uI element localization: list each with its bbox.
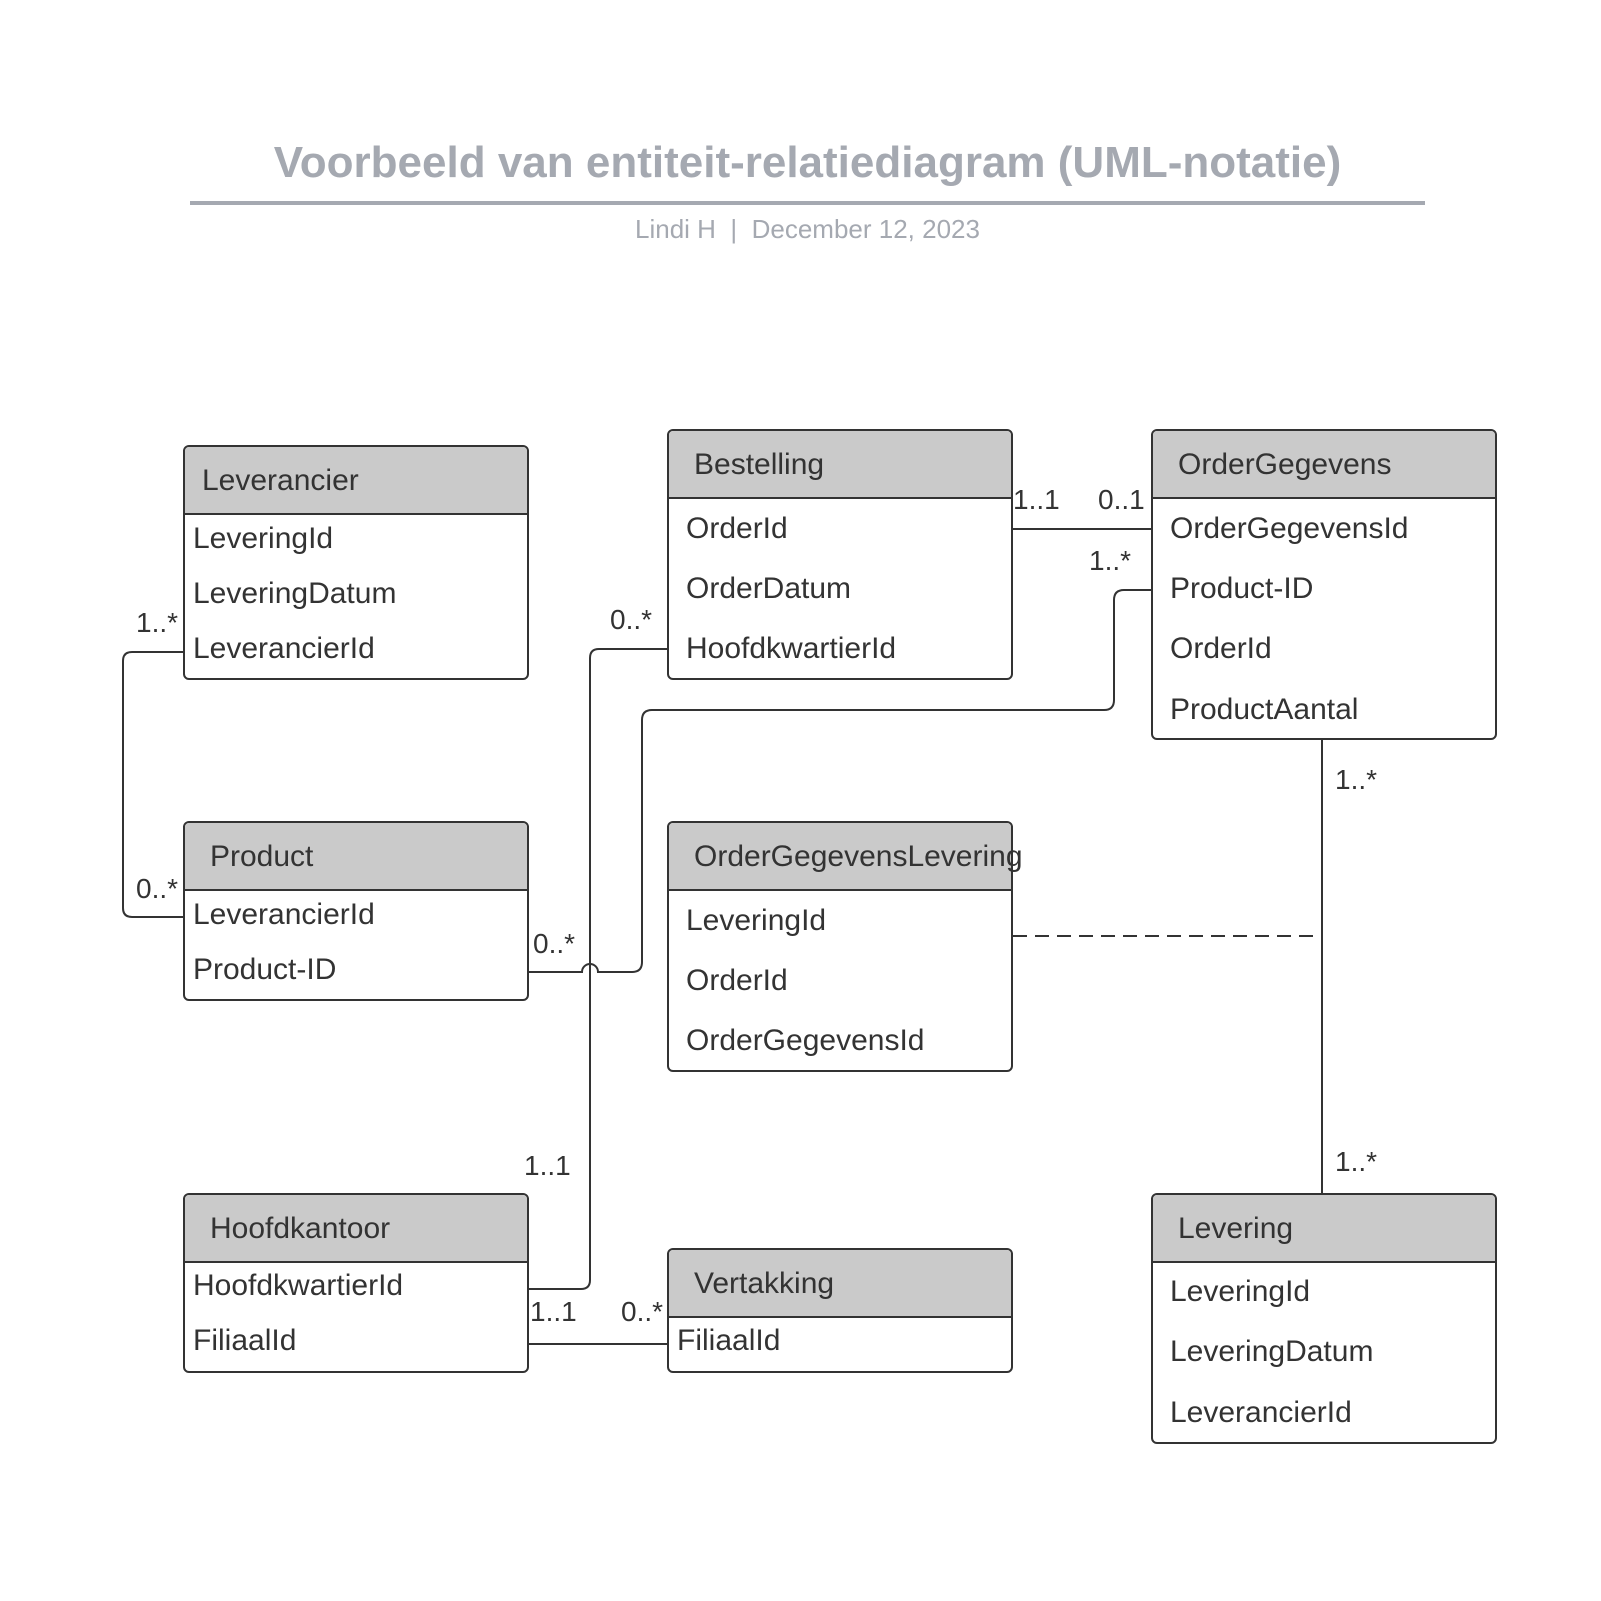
- byline: Lindi H | December 12, 2023: [190, 214, 1425, 245]
- diagram-title: Voorbeeld van entiteit-relatiediagram (U…: [273, 138, 1342, 187]
- attribute: FiliaalId: [677, 1324, 781, 1357]
- entity-vertakking[interactable]: Vertakking FiliaalId: [667, 1248, 1013, 1373]
- attribute: LeveringId: [686, 904, 827, 937]
- entity-name: Hoofdkantoor: [210, 1212, 391, 1245]
- multiplicity-label: 0..1: [1098, 484, 1145, 515]
- entity-header: Product: [185, 823, 527, 891]
- attribute: OrderDatum: [686, 572, 852, 605]
- entity-header: Leverancier: [185, 447, 527, 515]
- entity-ordergegevens[interactable]: OrderGegevens OrderGegevensId Product-ID…: [1151, 429, 1497, 740]
- entity-bestelling[interactable]: Bestelling OrderId OrderDatum Hoofdkwart…: [667, 429, 1013, 680]
- multiplicity-label: 0..*: [533, 928, 576, 959]
- entity-header: Hoofdkantoor: [185, 1195, 527, 1263]
- entity-header: Vertakking: [669, 1250, 1011, 1318]
- entity-header: Bestelling: [669, 431, 1011, 499]
- attribute: LeveringId: [1170, 1275, 1311, 1308]
- multiplicity-label: 1..*: [1335, 1146, 1378, 1177]
- multiplicity-label: 1..*: [1335, 764, 1378, 795]
- attribute: FiliaalId: [193, 1324, 297, 1357]
- entity-name: Leverancier: [202, 464, 359, 497]
- author: Lindi H: [635, 214, 716, 244]
- attribute: LeverancierId: [1170, 1396, 1352, 1429]
- entity-levering[interactable]: Levering LeveringId LeveringDatum Levera…: [1151, 1193, 1497, 1444]
- attribute: OrderId: [686, 964, 788, 997]
- attribute: LeveringDatum: [193, 577, 397, 610]
- attribute: OrderId: [686, 512, 788, 545]
- attribute: HoofdkwartierId: [686, 632, 897, 665]
- byline-separator: |: [730, 214, 738, 244]
- multiplicity-label: 1..*: [1089, 545, 1132, 576]
- entity-header: OrderGegevensLevering: [669, 823, 1023, 891]
- attribute: Product-ID: [193, 953, 337, 986]
- entity-name: Levering: [1178, 1212, 1294, 1245]
- attribute: OrderGegevensId: [686, 1024, 925, 1057]
- entity-ordergegevenslevering[interactable]: OrderGegevensLevering LeveringId OrderId…: [667, 821, 1023, 1072]
- entity-name: OrderGegevensLevering: [694, 840, 1023, 873]
- line-ordergegevens-product[interactable]: [529, 589, 1151, 973]
- multiplicity-label: 1..*: [136, 607, 179, 638]
- line-bestelling-hoofdkantoor[interactable]: [529, 648, 667, 1290]
- line-leverancier-product[interactable]: [122, 651, 183, 918]
- attribute: ProductAantal: [1170, 693, 1359, 726]
- multiplicity-label: 0..*: [610, 604, 653, 635]
- title-underline: [190, 201, 1425, 205]
- attribute: LeverancierId: [193, 632, 375, 665]
- entity-name: OrderGegevens: [1178, 448, 1392, 481]
- multiplicity-label: 0..*: [136, 873, 179, 904]
- multiplicity-label: 1..1: [524, 1150, 571, 1181]
- entity-name: Bestelling: [694, 448, 825, 481]
- entity-name: Product: [210, 840, 314, 873]
- multiplicity-label: 0..*: [621, 1296, 664, 1327]
- date: December 12, 2023: [751, 214, 980, 244]
- attribute: LeveringDatum: [1170, 1335, 1374, 1368]
- attribute: LeverancierId: [193, 898, 375, 931]
- entity-leverancier[interactable]: Leverancier LeveringId LeveringDatum Lev…: [183, 445, 529, 680]
- attribute: Product-ID: [1170, 572, 1314, 605]
- attribute: OrderGegevensId: [1170, 512, 1409, 545]
- entity-header: OrderGegevens: [1153, 431, 1495, 499]
- entity-header: Levering: [1153, 1195, 1495, 1263]
- entity-hoofdkantoor[interactable]: Hoofdkantoor HoofdkwartierId FiliaalId: [183, 1193, 529, 1373]
- attribute: HoofdkwartierId: [193, 1269, 404, 1302]
- attribute: OrderId: [1170, 632, 1272, 665]
- multiplicity-label: 1..1: [530, 1296, 577, 1327]
- multiplicity-label: 1..1: [1013, 484, 1060, 515]
- attribute: LeveringId: [193, 522, 334, 555]
- entity-product[interactable]: Product LeverancierId Product-ID: [183, 821, 529, 1001]
- entity-name: Vertakking: [694, 1267, 835, 1300]
